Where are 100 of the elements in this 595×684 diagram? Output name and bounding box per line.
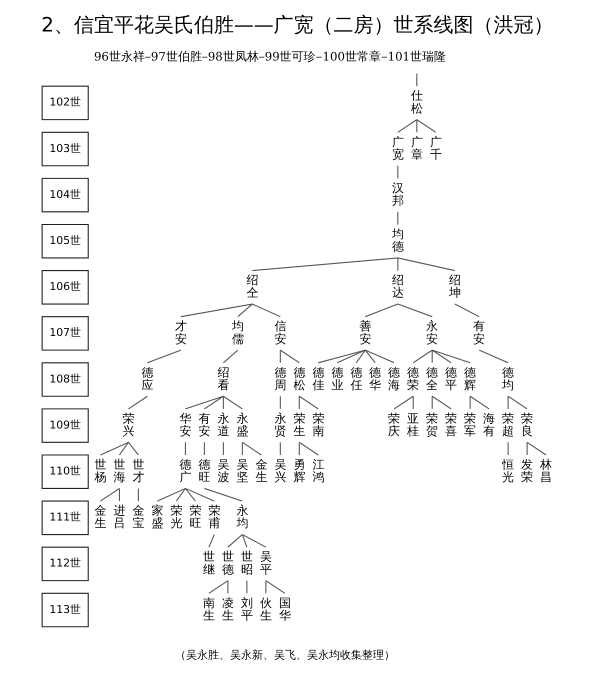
connector bbox=[266, 580, 286, 594]
connector bbox=[100, 442, 129, 456]
connector bbox=[432, 396, 433, 409]
node-text: 才安 bbox=[174, 319, 187, 346]
node-text: 96世永祥 bbox=[94, 49, 145, 64]
connector bbox=[432, 396, 452, 410]
connector bbox=[259, 56, 264, 58]
connector bbox=[208, 534, 215, 548]
connector bbox=[138, 488, 139, 502]
connector bbox=[508, 396, 528, 410]
node-text: 荣贺 bbox=[426, 411, 438, 438]
connector bbox=[508, 396, 509, 409]
node-text: 金生 bbox=[255, 457, 268, 484]
node-text: 海有 bbox=[483, 411, 496, 438]
node-text: 永贤 bbox=[274, 411, 286, 438]
node-text: 世昭 bbox=[240, 550, 253, 576]
connector bbox=[228, 534, 243, 548]
connector bbox=[356, 350, 366, 364]
connector bbox=[470, 396, 471, 409]
node-text: 97世伯胜 bbox=[150, 49, 202, 64]
node-text: 华安 bbox=[179, 411, 192, 438]
connector bbox=[118, 442, 129, 456]
node-text: 荣庆 bbox=[388, 411, 400, 438]
node-box: 113世 bbox=[42, 592, 89, 628]
connector bbox=[237, 304, 253, 318]
node-text: 绍坤 bbox=[448, 273, 461, 300]
node-text: 有安 bbox=[473, 319, 486, 346]
connector bbox=[128, 442, 139, 456]
node-text: 德荣 bbox=[407, 365, 420, 392]
connector bbox=[432, 350, 470, 364]
node-text: 荣喜 bbox=[445, 411, 458, 438]
connector bbox=[222, 442, 224, 455]
node-box: 108世 bbox=[42, 362, 89, 397]
node-text: 吴波 bbox=[217, 457, 230, 484]
node-text: 荣南 bbox=[312, 411, 324, 438]
node-text: 荣兴 bbox=[122, 411, 134, 438]
node-text: 金宝 bbox=[132, 504, 144, 530]
node-text: 绍达 bbox=[392, 273, 404, 300]
node-text: 林昌 bbox=[540, 457, 552, 484]
connector bbox=[100, 488, 120, 502]
node-box: 105世 bbox=[42, 224, 89, 258]
node-text: 南生 bbox=[202, 596, 215, 622]
node-text: 德平 bbox=[445, 365, 458, 392]
node-text: 凌生 bbox=[222, 596, 234, 622]
connector bbox=[222, 396, 224, 409]
connector bbox=[246, 580, 248, 594]
node-text: 绍仝 bbox=[246, 273, 258, 300]
node-text: 荣旺 bbox=[189, 504, 202, 530]
connector bbox=[227, 580, 228, 594]
node-text: 绍看 bbox=[217, 365, 230, 392]
node-text: 德业 bbox=[331, 365, 344, 392]
connector bbox=[412, 350, 432, 364]
connector bbox=[242, 534, 266, 548]
node-text: 广章 bbox=[410, 134, 423, 162]
node-box: 110世 bbox=[42, 454, 89, 489]
connector bbox=[204, 488, 243, 502]
connector bbox=[365, 350, 394, 364]
node-text: 广宽 bbox=[392, 134, 404, 162]
node-text: 永均 bbox=[236, 504, 248, 530]
node-text: 永道 bbox=[217, 411, 230, 438]
node-text: 荣超 bbox=[502, 411, 514, 438]
node-text: 汉邦 bbox=[392, 180, 404, 208]
caption: （吴永胜、吴永新、吴飞、吴永均收集整理） bbox=[174, 648, 395, 662]
node-text: 江鸿 bbox=[312, 457, 324, 484]
connector bbox=[337, 350, 366, 364]
node-text: 世才 bbox=[132, 457, 144, 484]
node-text: 永安 bbox=[426, 319, 438, 346]
node-text: 吴兴 bbox=[274, 457, 286, 484]
node-box: 104世 bbox=[42, 178, 89, 212]
connector bbox=[180, 304, 252, 318]
node-box: 107世 bbox=[42, 316, 89, 351]
node-text: 世杨 bbox=[94, 457, 106, 484]
connector bbox=[204, 396, 224, 410]
node-text: 98世凤林 bbox=[208, 49, 259, 64]
connector bbox=[508, 442, 509, 455]
connector bbox=[478, 350, 508, 364]
connector bbox=[223, 396, 243, 410]
node-box: 103世 bbox=[42, 132, 89, 166]
node-text: 均德 bbox=[392, 226, 404, 254]
node-text: 德任 bbox=[350, 365, 362, 392]
node-text: 国华 bbox=[278, 596, 291, 622]
node-text: 世德 bbox=[222, 550, 234, 576]
connector bbox=[470, 396, 490, 410]
node-text: 荣甫 bbox=[208, 504, 220, 530]
connector bbox=[299, 442, 319, 456]
node-text: 善安 bbox=[359, 319, 372, 346]
node-box: 111世 bbox=[42, 500, 89, 536]
node-text: 德华 bbox=[369, 365, 382, 392]
node-text: 德松 bbox=[293, 365, 306, 392]
connector bbox=[184, 442, 186, 455]
node-text: 100世常章 bbox=[322, 49, 381, 64]
connector bbox=[416, 120, 418, 132]
node-text: 恒光 bbox=[502, 457, 514, 484]
node-text: 德均 bbox=[502, 365, 514, 392]
node-text: 伙生 bbox=[260, 596, 272, 622]
connector bbox=[318, 350, 366, 364]
node-text: 广千 bbox=[430, 134, 442, 162]
connector bbox=[365, 304, 398, 318]
node-text: 德广 bbox=[179, 457, 192, 484]
node-text: 勇辉 bbox=[293, 457, 306, 484]
